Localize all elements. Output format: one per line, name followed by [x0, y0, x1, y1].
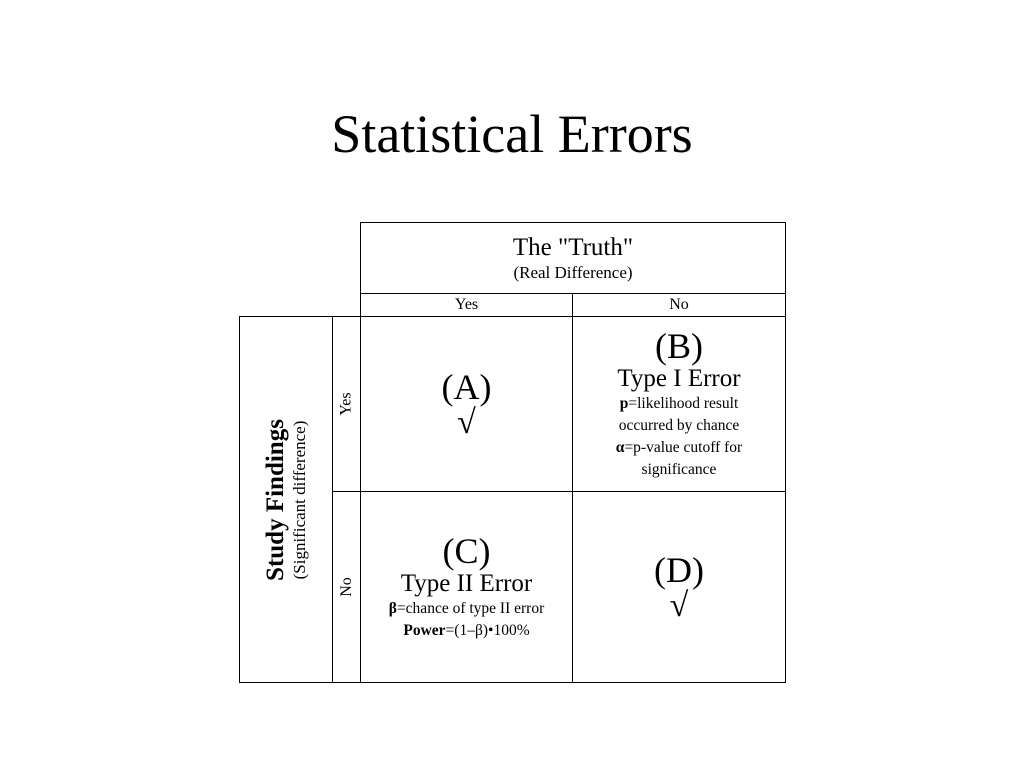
cell-a-letter: (A) [441, 367, 492, 407]
alpha-text: =p-value cutoff for [624, 439, 743, 456]
p-definition-2: occurred by chance [618, 417, 740, 434]
power-label: Power [403, 622, 446, 639]
p-symbol: p [619, 395, 629, 412]
type-ii-error-title: Type II Error [400, 570, 533, 597]
study-findings-title: Study Findings [262, 418, 290, 581]
check-icon: √ [669, 587, 689, 624]
alpha-symbol: α [615, 439, 625, 456]
beta-definition: β=chance of type II error [389, 598, 544, 620]
study-findings-rotated: Study Findings (Significant difference) [262, 419, 310, 581]
alpha-definition: α=p-value cutoff for [616, 437, 742, 459]
cell-a: (A) √ [360, 316, 573, 492]
power-text: =(1–β)•100% [445, 622, 530, 639]
row-no-label: No [337, 577, 355, 597]
truth-subtitle: (Real Difference) [513, 263, 633, 282]
alpha-definition-2: significance [641, 461, 717, 478]
type-i-error-title: Type I Error [617, 365, 741, 392]
cell-c: (C) Type II Error β=chance of type II er… [360, 491, 573, 683]
truth-title: The "Truth" [512, 234, 634, 261]
row-header-no: No [332, 491, 361, 683]
cell-b-letter: (B) [655, 326, 703, 366]
cell-c-letter: (C) [442, 531, 491, 571]
p-text: =likelihood result [628, 395, 739, 412]
study-findings-subtitle: (Significant difference) [290, 420, 310, 579]
beta-symbol: β [388, 600, 397, 617]
cell-b: (B) Type I Error p=likelihood result occ… [572, 316, 786, 492]
row-yes-label: Yes [337, 392, 355, 416]
cell-d: (D) √ [572, 491, 786, 683]
column-header-no: No [572, 293, 786, 317]
column-header-yes: Yes [360, 293, 573, 317]
cell-d-letter: (D) [654, 550, 704, 590]
beta-text: =chance of type II error [396, 600, 545, 617]
row-header-yes: Yes [332, 316, 361, 492]
study-findings-header: Study Findings (Significant difference) [239, 316, 333, 683]
p-definition: p=likelihood result [620, 393, 739, 415]
slide-title: Statistical Errors [331, 104, 693, 164]
power-definition: Power=(1–β)•100% [403, 620, 529, 642]
truth-header: The "Truth" (Real Difference) [360, 222, 786, 294]
check-icon: √ [457, 404, 476, 441]
